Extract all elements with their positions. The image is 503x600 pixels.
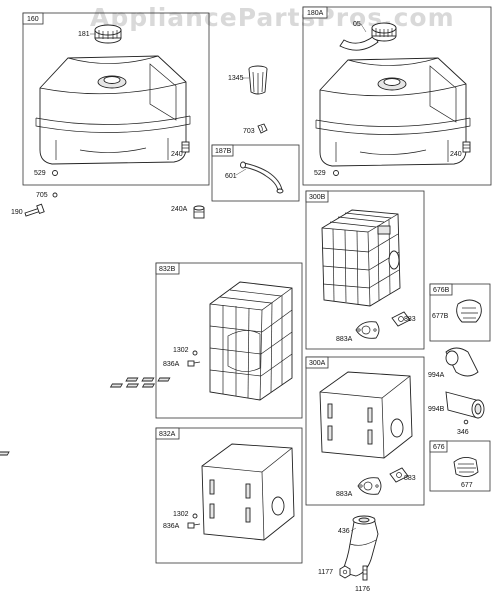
box-676b-frame (429, 283, 491, 342)
label-677b: 677B (432, 313, 449, 320)
gasket-883a-bot[interactable] (357, 477, 382, 495)
box-676-tab (429, 440, 448, 453)
screw-836a-bot[interactable] (187, 522, 201, 529)
label-705: 705 (36, 192, 48, 199)
box-180a-frame (302, 6, 492, 186)
screw-346[interactable] (463, 419, 469, 425)
box-160-tab (22, 12, 44, 25)
box-187b-tab (211, 144, 234, 157)
box-160-frame (22, 12, 210, 186)
label-994a: 994A (428, 372, 445, 379)
label-677: 677 (461, 482, 473, 489)
box-300b-tab (305, 190, 329, 203)
label-836a-top: 836A (163, 361, 180, 368)
washer-529-right[interactable] (333, 170, 339, 176)
label-883-bot: 883 (404, 475, 416, 482)
label-240a: 240A (171, 206, 188, 213)
exhaust-elbow-436[interactable] (341, 515, 379, 577)
box-160-fuel-tank: 160 181 (22, 12, 210, 186)
box-832a-frame (155, 427, 303, 564)
muffler-guard-300b[interactable] (321, 209, 401, 307)
box-676-title: 676 (433, 444, 445, 451)
label-883-top: 883 (404, 316, 416, 323)
screw-1302-bot[interactable] (192, 513, 198, 519)
spark-arrestor-677b[interactable] (456, 299, 482, 323)
label-240-left: 240 (171, 151, 183, 158)
box-180a-fuel-tank: 180A 05 (302, 6, 492, 186)
box-832b-frame (155, 262, 303, 419)
gasket-883-top[interactable] (391, 311, 411, 327)
box-300b-muffler-guard: 300B 883 (305, 190, 425, 350)
label-05: 05 (353, 21, 361, 28)
clip-703[interactable] (257, 123, 268, 134)
fuel-tank-160[interactable] (35, 55, 191, 165)
box-832a-muffler: 832A 1302 836A (0, 427, 303, 564)
box-180a-title: 180A (307, 10, 324, 17)
label-883a-bot: 883A (336, 491, 353, 498)
muffler-300a[interactable] (109, 371, 413, 459)
box-832b-tab (155, 262, 180, 275)
deflector-994b[interactable] (445, 391, 485, 419)
label-181: 181 (78, 31, 90, 38)
label-994b: 994B (428, 406, 445, 413)
screw-836a-top[interactable] (187, 360, 201, 367)
label-529-right: 529 (314, 170, 326, 177)
box-300a-title: 300A (309, 360, 326, 367)
deflector-994a[interactable] (445, 347, 479, 377)
box-676b-tab (429, 283, 453, 296)
box-676-spark-arrestor: 676 677 (429, 440, 491, 492)
screw-1302-top[interactable] (192, 350, 198, 356)
filter-screen-1345[interactable] (248, 65, 268, 95)
nut-1177[interactable] (339, 565, 351, 579)
box-300a-frame (305, 356, 425, 506)
box-676-frame (429, 440, 491, 492)
fuel-tank-180a[interactable] (315, 57, 471, 167)
fuel-line-601[interactable] (240, 161, 284, 194)
label-883a-top: 883A (336, 336, 353, 343)
muffler-guard-832b[interactable] (209, 281, 293, 401)
label-703: 703 (243, 128, 255, 135)
label-836a-bot: 836A (163, 523, 180, 530)
gasket-883-bot[interactable] (389, 467, 409, 483)
label-346: 346 (457, 429, 469, 436)
label-529-left: 529 (34, 170, 46, 177)
box-300a-tab (305, 356, 329, 369)
box-832b-guard: 832B 1302 836A (155, 262, 303, 419)
fuel-cap-181[interactable] (94, 24, 122, 44)
box-300b-title: 300B (309, 194, 326, 201)
box-187b-title: 187B (215, 148, 232, 155)
label-1345: 1345 (228, 75, 244, 82)
label-601: 601 (225, 173, 237, 180)
fitting-240-left[interactable] (181, 141, 190, 153)
label-1302-bot: 1302 (173, 511, 189, 518)
label-240-right: 240 (450, 151, 462, 158)
label-190: 190 (11, 209, 23, 216)
label-436: 436 (338, 528, 350, 535)
label-1177: 1177 (318, 569, 333, 576)
fuel-cap-with-shield-05[interactable] (339, 22, 397, 51)
stud-1176[interactable] (362, 565, 368, 581)
label-1302-top: 1302 (173, 347, 189, 354)
muffler-832a[interactable] (0, 443, 295, 541)
box-676b-spark-arrestor: 676B 677B (429, 283, 491, 342)
box-180a-tab (302, 6, 328, 19)
box-832a-title: 832A (159, 431, 176, 438)
box-300a-muffler: 300A 883 883A (109, 356, 425, 506)
fitting-240a[interactable] (193, 205, 205, 219)
washer-705[interactable] (52, 192, 58, 198)
label-1176: 1176 (355, 586, 370, 593)
box-160-title: 160 (27, 16, 39, 23)
box-832b-title: 832B (159, 266, 176, 273)
fitting-240-right[interactable] (462, 141, 471, 153)
box-676b-title: 676B (433, 287, 450, 294)
box-187b-fuel-line: 187B 601 (211, 144, 300, 202)
washer-529-left[interactable] (52, 170, 58, 176)
box-832a-tab (155, 427, 180, 440)
spark-arrestor-677[interactable] (453, 457, 479, 477)
bolt-190[interactable] (24, 203, 45, 217)
gasket-883a-top[interactable] (355, 321, 380, 339)
box-187b-frame (211, 144, 300, 202)
box-300b-frame (305, 190, 425, 350)
